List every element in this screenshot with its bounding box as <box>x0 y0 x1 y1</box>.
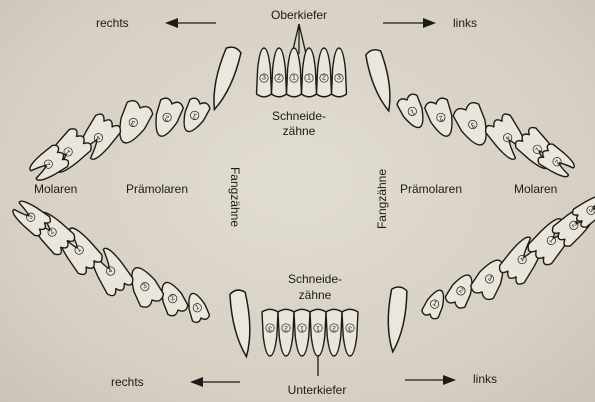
molars-label-left: Molaren <box>34 183 77 195</box>
lower-incisor-number-3: 1 <box>300 325 304 332</box>
premolars-label-right: Prämolaren <box>400 183 462 195</box>
upper-incisor-number-3: 1 <box>292 75 296 82</box>
lower-left-label: links <box>473 373 497 385</box>
lower-incisor-1: 3 <box>262 309 278 356</box>
upper-jaw-title: Oberkiefer <box>244 9 354 21</box>
upper-incisor-1: 3 <box>257 48 272 97</box>
lower-right-tooth-3: 3 <box>124 262 166 309</box>
premolars-label-left: Prämolaren <box>126 183 188 195</box>
upper-right-tooth-1: 1 <box>177 96 211 135</box>
canine-label-left: Fangzähne <box>228 167 242 227</box>
upper-left-tooth-1: 1 <box>396 92 430 131</box>
upper-left-label: links <box>453 17 477 29</box>
teeth: 32112332112312341212341212341231234123 <box>9 45 595 358</box>
pointer-upper-3 <box>299 24 306 54</box>
lower-incisors-label-2: zähne <box>270 289 360 301</box>
lower-incisor-5: 2 <box>326 309 342 356</box>
lower-incisor-3: 1 <box>294 309 310 356</box>
upper-right-tooth-2: 2 <box>149 96 184 140</box>
lower-incisor-6-outline <box>342 309 358 356</box>
upper-canine-left-outline <box>364 48 397 113</box>
lower-incisor-6: 3 <box>342 309 358 356</box>
upper-incisor-6: 3 <box>332 48 347 97</box>
upper-right-tooth-3: 3 <box>111 98 154 148</box>
lower-incisor-2: 2 <box>278 309 294 356</box>
upper-incisor-3: 1 <box>287 48 302 97</box>
lower-left-tooth-1: 1 <box>421 287 450 321</box>
upper-left-tooth-2: 2 <box>423 96 458 140</box>
lower-canine-right <box>229 289 255 358</box>
lower-incisor-1-outline <box>262 309 278 356</box>
lower-incisor-3-outline <box>294 309 310 356</box>
upper-incisor-4-outline <box>302 48 317 97</box>
lower-incisor-number-6: 3 <box>348 325 352 332</box>
arrow-head-upper-left <box>423 18 436 28</box>
arrow-head-lower-left <box>443 375 456 385</box>
upper-incisor-number-4: 1 <box>307 75 311 82</box>
upper-canine-left <box>364 48 397 113</box>
lower-canine-right-outline <box>229 289 255 358</box>
upper-incisor-4: 1 <box>302 48 317 97</box>
lower-jaw-title: Unterkiefer <box>262 384 372 396</box>
lower-incisor-number-2: 2 <box>284 325 288 332</box>
lower-incisor-2-outline <box>278 309 294 356</box>
lower-incisor-4-outline <box>310 309 326 356</box>
upper-canine-right-outline <box>206 45 242 112</box>
lower-incisor-number-4: 1 <box>316 325 320 332</box>
upper-incisor-number-2: 2 <box>277 75 281 82</box>
upper-canine-right <box>206 45 242 112</box>
lower-incisors-label-1: Schneide- <box>270 273 360 285</box>
upper-incisor-number-1: 3 <box>262 75 266 82</box>
canine-label-right: Fangzähne <box>375 169 389 229</box>
upper-incisor-6-outline <box>332 48 347 97</box>
lower-right-label: rechts <box>111 376 144 388</box>
lower-canine-left-outline <box>384 286 408 353</box>
upper-incisor-2: 2 <box>272 48 287 97</box>
upper-incisor-number-5: 2 <box>322 75 326 82</box>
arrow-head-lower-right <box>190 377 203 387</box>
upper-incisor-3-outline <box>287 48 302 97</box>
arrow-head-upper-right <box>165 18 178 28</box>
upper-incisor-5-outline <box>317 48 332 97</box>
upper-right-label: rechts <box>96 17 129 29</box>
upper-incisors-label-1: Schneide- <box>254 110 344 122</box>
upper-incisor-2-outline <box>272 48 287 97</box>
lower-incisor-number-5: 2 <box>332 325 336 332</box>
lower-incisor-number-1: 3 <box>268 325 272 332</box>
lower-incisor-5-outline <box>326 309 342 356</box>
lower-canine-left <box>384 286 408 353</box>
lower-incisor-4: 1 <box>310 309 326 356</box>
upper-incisor-1-outline <box>257 48 272 97</box>
upper-incisor-number-6: 3 <box>337 75 341 82</box>
upper-incisor-5: 2 <box>317 48 332 97</box>
upper-incisors-label-2: zähne <box>254 125 344 137</box>
molars-label-right: Molaren <box>514 183 557 195</box>
